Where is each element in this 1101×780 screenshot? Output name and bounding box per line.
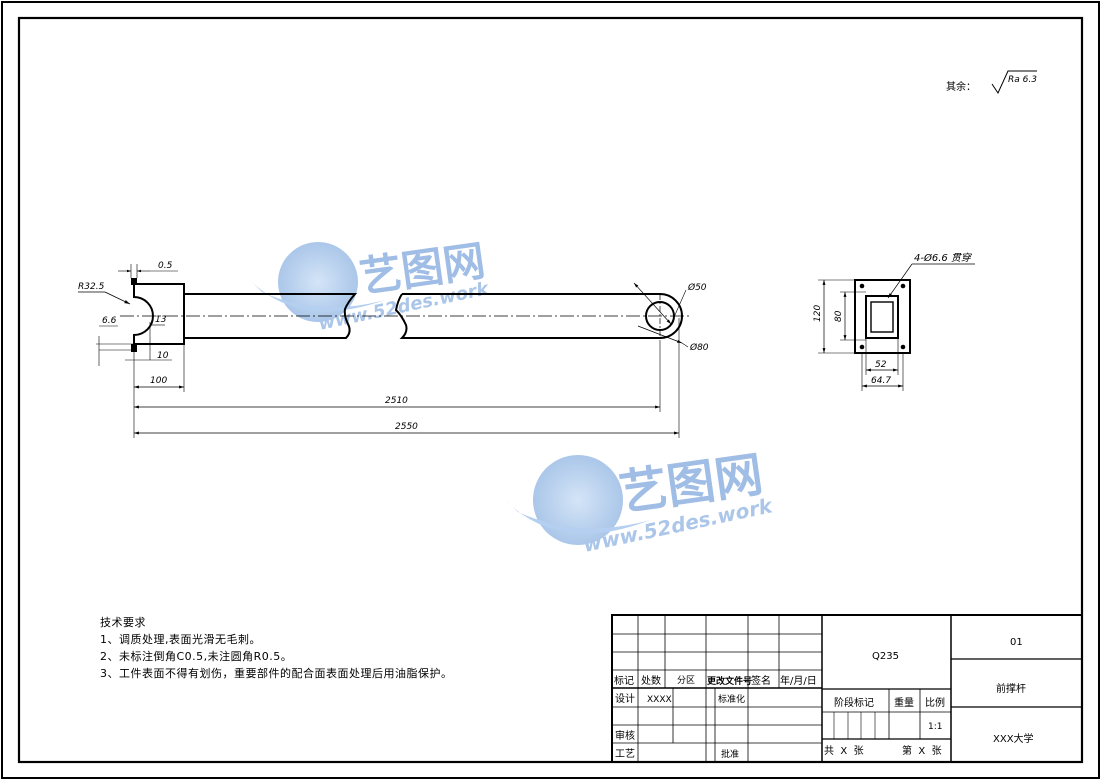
tb-material: Q235 <box>872 651 899 662</box>
tb-design-label: 设计 <box>615 692 635 705</box>
dim-52: 52 <box>875 360 887 370</box>
left-end-fitting <box>133 283 185 345</box>
tb-approve: 批准 <box>721 748 739 760</box>
technical-requirements: 技术要求 1、调质处理,表面光滑无毛刺。 2、未标注倒角C0.5,未注圆角R0.… <box>100 616 453 680</box>
tech-req-item: 1、调质处理,表面光滑无毛刺。 <box>100 632 261 646</box>
watermark-logo-1: 艺图网 www.52des.work <box>250 236 491 335</box>
tb-header: 更改文件号 <box>707 675 752 687</box>
roughness-value: Ra 6.3 <box>1008 75 1037 85</box>
tb-sheet-no: 第 X 张 <box>902 744 942 757</box>
dim-holes: 4-Ø6.6 贯穿 <box>914 252 973 264</box>
title-block-text: 标记 处数 分区 更改文件号 签名 年/月/日 设计 XXXX 标准化 审核 工… <box>614 637 1034 760</box>
dim-64-7: 64.7 <box>871 376 891 386</box>
tb-weight: 重量 <box>894 696 914 709</box>
tech-req-item: 2、未标注倒角C0.5,未注圆角R0.5。 <box>100 649 292 663</box>
tb-standardization: 标准化 <box>718 693 745 705</box>
tb-design-value: XXXX <box>647 695 672 705</box>
left-end-weld-bottom <box>131 344 137 352</box>
tb-drawing-no: 01 <box>1010 637 1023 648</box>
title-block <box>611 614 1083 763</box>
dim-phi80: Ø80 <box>689 342 709 353</box>
tb-part-name: 前撑杆 <box>996 682 1026 695</box>
watermark-logo-2: 艺图网 www.52des.work <box>505 446 776 557</box>
tb-stage-mark: 阶段标记 <box>834 696 874 709</box>
tb-header: 标记 <box>614 675 634 687</box>
tb-review: 审核 <box>615 729 635 742</box>
dim-0-5: 0.5 <box>158 261 173 271</box>
mount-hole-tr <box>900 283 906 289</box>
tube-right-segment <box>394 293 683 339</box>
front-view: R32.5 0.5 6.6 13 10 100 2510 <box>78 261 709 438</box>
tb-header: 分区 <box>677 675 695 686</box>
dim-2510: 2510 <box>385 396 408 406</box>
inner-frame <box>17 16 1084 764</box>
left-end-weld-top <box>131 278 137 285</box>
roughness-prefix: 其余： <box>946 80 976 93</box>
dim-120: 120 <box>813 305 823 322</box>
tech-req-item: 3、工件表面不得有划伤，重要部件的配合面表面处理后用油脂保护。 <box>100 666 453 680</box>
end-plate <box>854 279 911 354</box>
tb-process: 工艺 <box>615 748 635 760</box>
tb-header: 签名 <box>751 674 771 687</box>
tb-scale-label: 比例 <box>925 696 945 709</box>
dim-2550: 2550 <box>395 422 418 432</box>
roughness-check-icon <box>991 70 1037 95</box>
dim-80: 80 <box>834 310 844 322</box>
dim-10: 10 <box>157 351 169 361</box>
tube-section <box>865 295 899 339</box>
dim-13: 13 <box>155 315 167 325</box>
dim-6-6: 6.6 <box>102 316 117 326</box>
tb-total-sheets: 共 X 张 <box>824 745 864 757</box>
dim-100: 100 <box>150 376 167 386</box>
tb-organization: XXX大学 <box>993 732 1034 745</box>
tube-section-inner <box>870 301 894 333</box>
tb-header: 年/月/日 <box>780 674 817 687</box>
mount-hole-bl <box>859 344 865 350</box>
mount-hole-tl <box>859 283 865 289</box>
tech-req-title: 技术要求 <box>100 616 146 629</box>
tb-header: 处数 <box>641 674 661 687</box>
dim-r32-5: R32.5 <box>78 282 105 292</box>
surface-roughness-symbol: 其余： Ra 6.3 <box>946 70 1037 95</box>
mount-hole-br <box>900 344 906 350</box>
side-view: 4-Ø6.6 贯穿 120 80 52 64.7 <box>813 252 975 391</box>
dim-phi50: Ø50 <box>687 282 707 293</box>
tb-scale-value: 1:1 <box>928 722 942 732</box>
